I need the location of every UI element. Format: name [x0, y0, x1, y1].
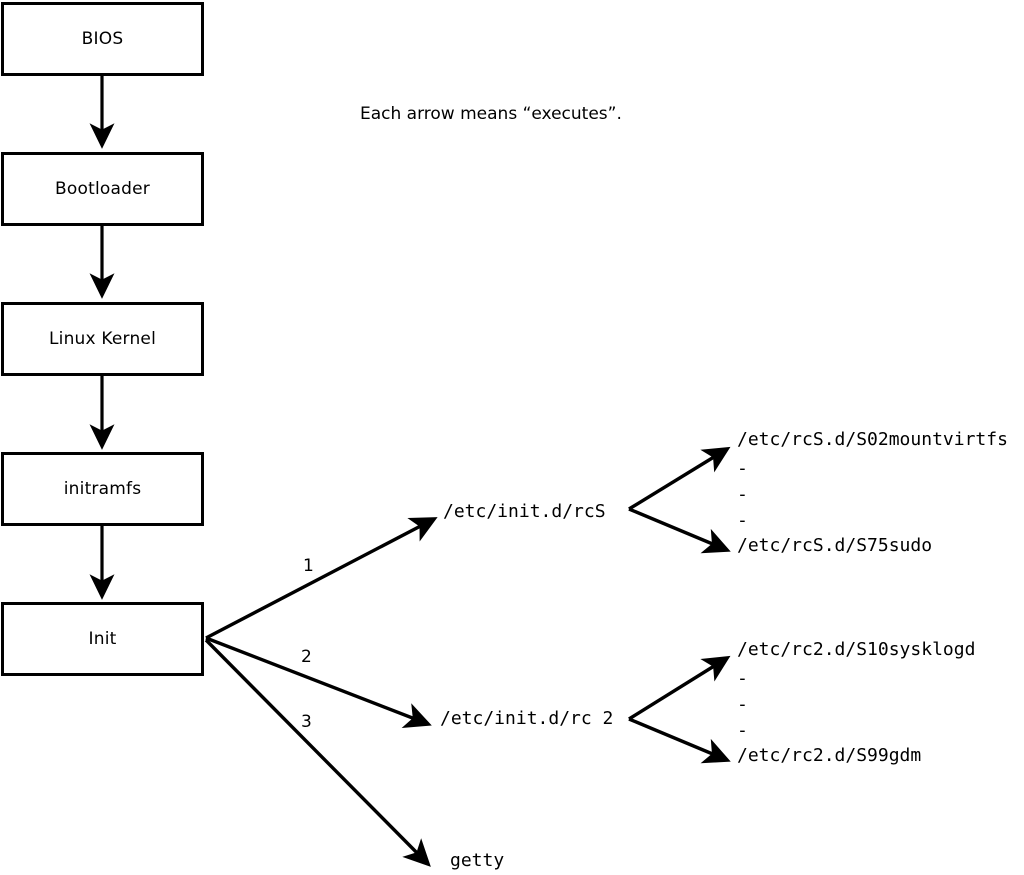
node-bootloader-label: Bootloader	[55, 179, 150, 199]
node-init[interactable]: Init	[1, 602, 204, 676]
arrow-rcs-to-first-script	[628, 446, 731, 511]
rc2-ellipsis-dash-3: -	[737, 720, 748, 741]
rc2-ellipsis-dash-2: -	[737, 694, 748, 715]
rc2-ellipsis-dash-1: -	[737, 668, 748, 689]
target-rcs-script[interactable]: /etc/init.d/rcS	[443, 501, 606, 522]
target-getty[interactable]: getty	[450, 850, 505, 871]
arrow-init-to-rcs	[205, 517, 438, 640]
branch-number-2: 2	[301, 647, 312, 667]
branch-number-1: 1	[303, 556, 314, 576]
branch-number-3: 3	[301, 712, 312, 732]
arrow-rc2-to-first-script	[628, 655, 731, 721]
rcs-ellipsis-dash-3: -	[737, 510, 748, 531]
rc2-script-last[interactable]: /etc/rc2.d/S99gdm	[737, 745, 922, 766]
node-linux-kernel-label: Linux Kernel	[48, 329, 156, 349]
legend-note: Each arrow means “executes”.	[360, 104, 622, 124]
target-rc2-script[interactable]: /etc/init.d/rc 2	[440, 708, 614, 729]
node-linux-kernel[interactable]: Linux Kernel	[1, 302, 204, 376]
node-initramfs[interactable]: initramfs	[1, 452, 204, 526]
rcs-ellipsis-dash-1: -	[737, 458, 748, 479]
rcs-ellipsis-dash-2: -	[737, 484, 748, 505]
node-bios-label: BIOS	[81, 29, 124, 49]
node-init-label: Init	[88, 629, 117, 649]
arrow-rc2-to-last-script	[628, 717, 731, 764]
arrow-init-to-rc2	[205, 636, 432, 729]
rc2-script-first[interactable]: /etc/rc2.d/S10sysklogd	[737, 639, 976, 660]
rcs-script-last[interactable]: /etc/rcS.d/S75sudo	[737, 535, 933, 556]
arrow-rcs-to-last-script	[628, 507, 731, 554]
arrow-init-to-getty	[204, 638, 431, 867]
rcs-script-first[interactable]: /etc/rcS.d/S02mountvirtfs	[737, 429, 1008, 450]
node-bootloader[interactable]: Bootloader	[1, 152, 204, 226]
node-initramfs-label: initramfs	[63, 479, 142, 499]
node-bios[interactable]: BIOS	[1, 2, 204, 76]
